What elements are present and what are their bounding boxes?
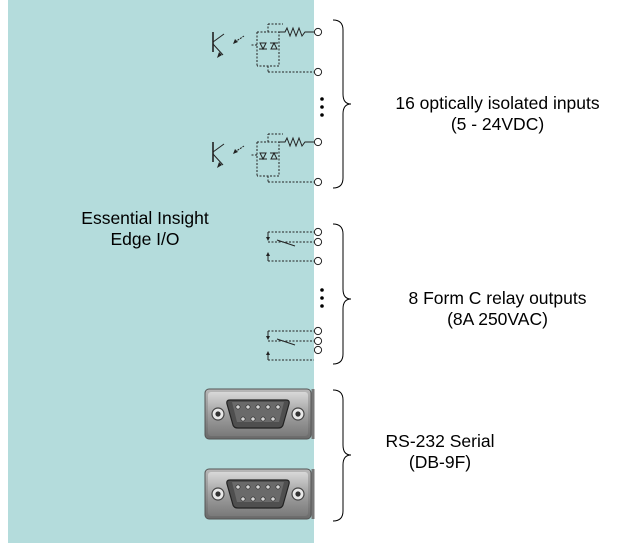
serial-label-line2: (DB-9F) bbox=[408, 452, 472, 472]
db9-connector-icon bbox=[203, 467, 315, 521]
inputs-label-line2: (5 - 24VDC) bbox=[450, 114, 545, 134]
db9-connector-icon bbox=[203, 387, 315, 441]
outputs-label: 8 Form C relay outputs (8A 250VAC) bbox=[355, 288, 640, 330]
input-terminals bbox=[313, 27, 323, 187]
device-panel bbox=[8, 0, 314, 543]
device-title-line2: Edge I/O bbox=[110, 229, 180, 249]
device-title-line1: Essential Insight bbox=[81, 208, 209, 228]
vertical-ellipsis-icon bbox=[320, 97, 324, 117]
inputs-label: 16 optically isolated inputs (5 - 24VDC) bbox=[355, 93, 640, 135]
curly-brace-icon bbox=[332, 19, 352, 189]
inputs-label-line1: 16 optically isolated inputs bbox=[395, 93, 600, 113]
relay-terminals bbox=[313, 227, 323, 355]
outputs-label-line1: 8 Form C relay outputs bbox=[408, 288, 587, 308]
curly-brace-icon bbox=[332, 223, 352, 365]
vertical-ellipsis-icon bbox=[320, 288, 324, 308]
serial-label: RS-232 Serial (DB-9F) bbox=[350, 431, 530, 473]
serial-label-line1: RS-232 Serial bbox=[385, 431, 495, 451]
outputs-label-line2: (8A 250VAC) bbox=[447, 309, 548, 329]
device-title: Essential Insight Edge I/O bbox=[60, 208, 230, 250]
curly-brace-icon bbox=[332, 389, 352, 522]
